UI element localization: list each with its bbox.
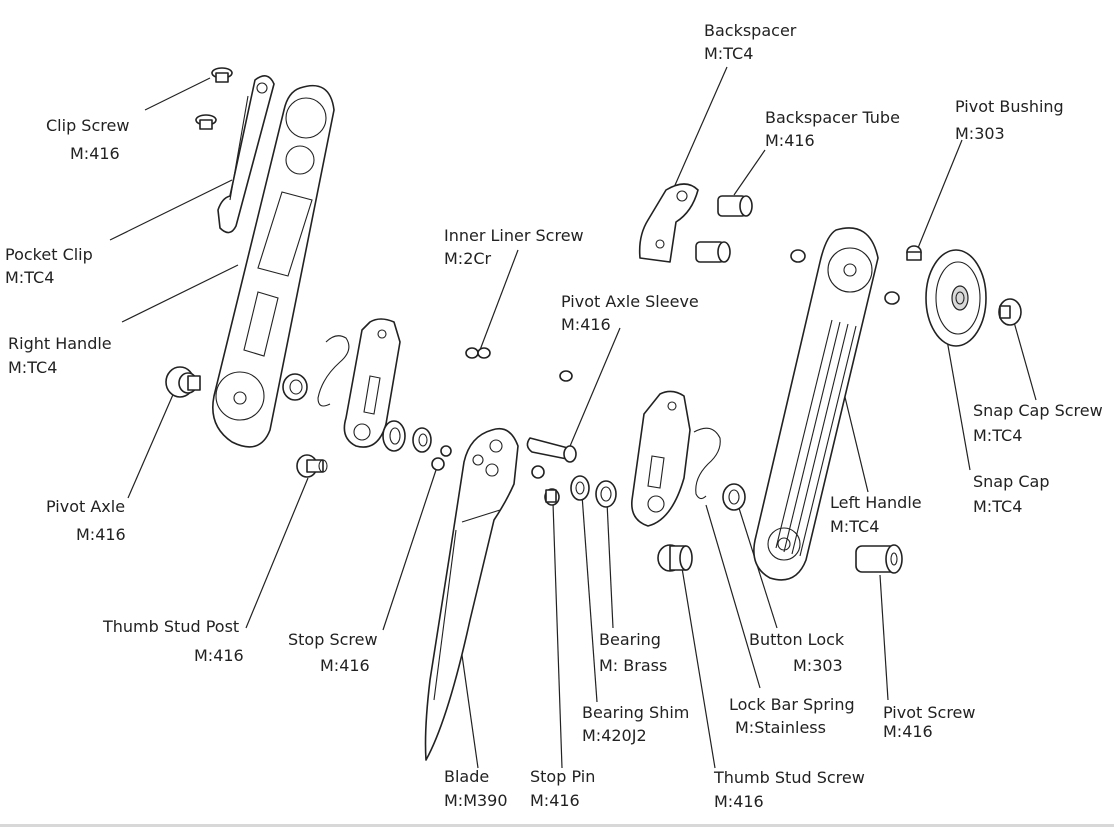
svg-text:Bearing Shim: Bearing Shim <box>582 703 689 722</box>
svg-text:M:416: M:416 <box>320 656 370 675</box>
svg-text:M:303: M:303 <box>955 124 1005 143</box>
svg-text:Button Lock: Button Lock <box>749 630 845 649</box>
svg-text:M:TC4: M:TC4 <box>5 268 54 287</box>
label-pivot-axle-sleeve: Pivot Axle Sleeve M:416 <box>561 292 699 334</box>
svg-text:M:M390: M:M390 <box>444 791 508 810</box>
label-clip-screw: Clip Screw M:416 <box>46 116 129 163</box>
svg-text:M:416: M:416 <box>765 131 815 150</box>
svg-text:Lock Bar Spring: Lock Bar Spring <box>729 695 855 714</box>
stop-screw-part <box>431 445 452 471</box>
label-backspacer-tube: Backspacer Tube M:416 <box>765 108 900 150</box>
svg-text:Pocket Clip: Pocket Clip <box>5 245 93 264</box>
pocket-clip-part <box>217 75 275 234</box>
svg-text:M: Brass: M: Brass <box>599 656 667 675</box>
svg-text:Left Handle: Left Handle <box>830 493 922 512</box>
svg-text:Snap Cap: Snap Cap <box>973 472 1049 491</box>
label-inner-liner-screw: Inner Liner Screw M:2Cr <box>444 226 584 268</box>
svg-text:M:416: M:416 <box>194 646 244 665</box>
label-stop-pin: Stop Pin M:416 <box>530 767 595 810</box>
inner-liner-screw-part <box>465 347 573 382</box>
svg-text:M:TC4: M:TC4 <box>973 426 1022 445</box>
svg-text:Clip Screw: Clip Screw <box>46 116 129 135</box>
clip-screw-part <box>195 67 233 130</box>
svg-text:M:416: M:416 <box>70 144 120 163</box>
left-washers-part <box>382 420 432 453</box>
svg-text:M:2Cr: M:2Cr <box>444 249 492 268</box>
left-handle-part <box>753 227 879 581</box>
blade-part <box>424 427 519 761</box>
svg-text:Inner Liner Screw: Inner Liner Screw <box>444 226 584 245</box>
svg-text:Blade: Blade <box>444 767 489 786</box>
svg-text:M:Stainless: M:Stainless <box>735 718 826 737</box>
svg-text:Pivot Screw: Pivot Screw <box>883 703 975 722</box>
bearing-part <box>595 480 617 508</box>
label-pivot-bushing: Pivot Bushing M:303 <box>955 97 1064 143</box>
inner-liner-left-part <box>343 318 401 448</box>
label-pocket-clip: Pocket Clip M:TC4 <box>5 245 93 287</box>
label-bearing: Bearing M: Brass <box>599 630 667 675</box>
svg-text:Stop Screw: Stop Screw <box>288 630 378 649</box>
svg-text:M:303: M:303 <box>793 656 843 675</box>
svg-text:M:416: M:416 <box>561 315 611 334</box>
svg-text:Backspacer: Backspacer <box>704 21 797 40</box>
svg-text:M:TC4: M:TC4 <box>973 497 1022 516</box>
backspacer-tube-part <box>695 195 753 263</box>
svg-text:M:TC4: M:TC4 <box>830 517 879 536</box>
label-thumb-stud-screw: Thumb Stud Screw M:416 <box>713 768 865 811</box>
svg-text:Pivot Axle Sleeve: Pivot Axle Sleeve <box>561 292 699 311</box>
backspacer-part <box>638 183 699 263</box>
svg-text:Pivot Axle: Pivot Axle <box>46 497 125 516</box>
svg-text:Thumb Stud Post: Thumb Stud Post <box>102 617 239 636</box>
svg-text:Thumb Stud Screw: Thumb Stud Screw <box>713 768 865 787</box>
right-handle-part <box>212 84 335 448</box>
pivot-screw-part <box>855 544 903 574</box>
label-snap-cap: Snap Cap M:TC4 <box>973 472 1049 516</box>
svg-text:Right Handle: Right Handle <box>8 334 112 353</box>
svg-text:M:416: M:416 <box>714 792 764 811</box>
pivot-axle-sleeve-part <box>526 437 577 463</box>
pivot-bushing-small-part <box>282 373 308 401</box>
svg-text:Bearing: Bearing <box>599 630 661 649</box>
svg-text:Stop Pin: Stop Pin <box>530 767 595 786</box>
snap-cap-screw-part <box>998 298 1022 326</box>
label-backspacer: Backspacer M:TC4 <box>704 21 797 63</box>
svg-text:M:416: M:416 <box>883 722 933 741</box>
label-left-handle: Left Handle M:TC4 <box>830 493 922 536</box>
bearing-shim-part <box>570 475 590 501</box>
label-snap-cap-screw: Snap Cap Screw M:TC4 <box>973 401 1103 445</box>
thumb-stud-post-part <box>296 454 328 478</box>
label-pivot-axle: Pivot Axle M:416 <box>46 497 126 544</box>
leader-lines <box>109 66 1037 769</box>
label-stop-screw: Stop Screw M:416 <box>288 630 378 675</box>
stop-pin-part <box>531 465 560 506</box>
button-lock-part <box>722 483 746 511</box>
part-labels: Clip Screw M:416 Pocket Clip M:TC4 Right… <box>5 21 1103 811</box>
svg-text:M:416: M:416 <box>530 791 580 810</box>
parts <box>165 67 1022 761</box>
pivot-axle-part <box>165 366 201 398</box>
label-lock-bar-spring: Lock Bar Spring M:Stainless <box>729 695 855 737</box>
label-button-lock: Button Lock M:303 <box>749 630 845 675</box>
lock-bar-liner-part <box>631 390 691 527</box>
label-right-handle: Right Handle M:TC4 <box>8 334 112 377</box>
svg-text:M:TC4: M:TC4 <box>704 44 753 63</box>
label-blade: Blade M:M390 <box>444 767 508 810</box>
left-spring-part <box>317 335 350 407</box>
svg-text:Snap Cap Screw: Snap Cap Screw <box>973 401 1103 420</box>
svg-text:Pivot Bushing: Pivot Bushing <box>955 97 1064 116</box>
svg-text:M:TC4: M:TC4 <box>8 358 57 377</box>
lock-bar-spring-part <box>693 427 721 500</box>
pivot-bushing-part <box>906 245 922 261</box>
svg-text:M:420J2: M:420J2 <box>582 726 647 745</box>
svg-text:M:416: M:416 <box>76 525 126 544</box>
bottom-divider <box>0 824 1114 827</box>
label-pivot-screw: Pivot Screw M:416 <box>883 703 975 741</box>
svg-text:Backspacer Tube: Backspacer Tube <box>765 108 900 127</box>
label-thumb-stud-post: Thumb Stud Post M:416 <box>102 617 244 665</box>
label-bearing-shim: Bearing Shim M:420J2 <box>582 703 689 745</box>
thumb-stud-screw-part <box>657 544 693 572</box>
handle-screws-part <box>790 249 900 305</box>
snap-cap-part <box>925 249 987 347</box>
